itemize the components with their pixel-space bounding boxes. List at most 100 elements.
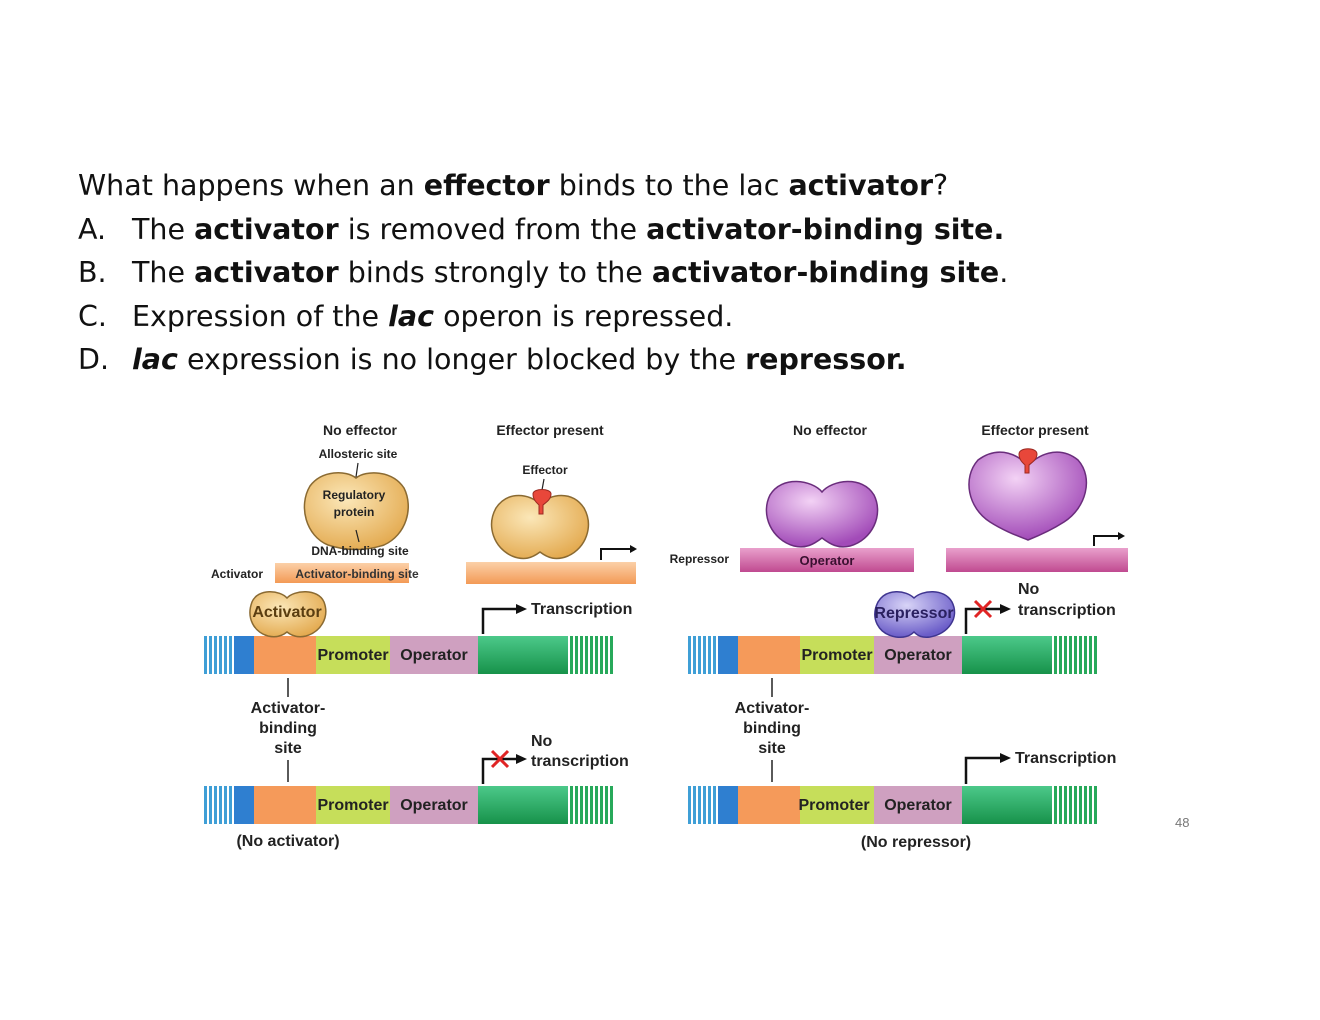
right-stop-x-icon bbox=[973, 599, 993, 619]
option-text: The bbox=[132, 212, 195, 246]
option-text: is removed from the bbox=[338, 212, 647, 246]
left-transcription-arrowhead bbox=[516, 604, 527, 614]
no-activator-label: (No activator) bbox=[236, 833, 339, 850]
right-panel: No effector Effector present Repressor O… bbox=[670, 422, 1128, 851]
right-promoter-label-2: Promoter bbox=[798, 797, 869, 814]
right-transcription-arrowhead bbox=[1000, 753, 1011, 763]
right-transcription-arrow bbox=[964, 756, 1002, 784]
stem-keyword-activator: activator bbox=[788, 169, 934, 202]
promoter-segment bbox=[316, 636, 390, 674]
left-transcription-arrow bbox=[481, 607, 518, 634]
right-blocked-arrowhead bbox=[1000, 604, 1011, 614]
operator-label: Operator bbox=[400, 647, 468, 664]
right-activator-binding-segment-2 bbox=[738, 786, 800, 824]
right-operator-segment bbox=[874, 636, 962, 674]
left-effector-transcription-arrow bbox=[600, 548, 630, 560]
dna-binding-pointer bbox=[355, 529, 360, 543]
right-promoter-segment bbox=[800, 636, 874, 674]
activator-binding-label-line2: binding bbox=[259, 720, 317, 737]
option-keyword: activator bbox=[194, 256, 339, 289]
left-effector-dna-bar bbox=[466, 562, 636, 584]
left-no-transcription-line1: No bbox=[531, 733, 553, 750]
option-d[interactable]: D. lac expression is no longer blocked by… bbox=[78, 338, 1078, 382]
allosteric-pointer bbox=[355, 462, 359, 478]
stem-text: What happens when an bbox=[78, 169, 424, 202]
right-operator-label-2: Operator bbox=[884, 797, 952, 814]
option-letter: C. bbox=[78, 299, 107, 333]
option-keyword: activator bbox=[194, 212, 339, 246]
right-activator-binding-segment bbox=[738, 636, 800, 674]
operator-segment-2 bbox=[390, 786, 478, 824]
no-repressor-label: (No repressor) bbox=[861, 834, 971, 851]
option-letter: B. bbox=[78, 256, 107, 289]
activator-blob-label: Activator bbox=[252, 604, 321, 621]
option-text: operon is repressed. bbox=[434, 299, 734, 333]
operator-segment bbox=[390, 636, 478, 674]
operator-bar-label: Operator bbox=[800, 553, 855, 568]
left-panel: No effector Effector present Allosteric … bbox=[204, 422, 637, 850]
gene-stripes-left bbox=[570, 636, 613, 674]
right-promoter-label: Promoter bbox=[801, 647, 872, 664]
activator-binding-site-segment-2 bbox=[254, 786, 316, 824]
option-keyword-lac: lac bbox=[132, 343, 178, 376]
option-letter: A. bbox=[78, 212, 107, 246]
dna-binding-site-label: DNA-binding site bbox=[311, 544, 409, 558]
dna-stripes-right bbox=[688, 636, 738, 674]
stem-text: binds to the lac bbox=[549, 169, 789, 202]
dna-stripes-right-2 bbox=[688, 786, 738, 824]
activator-side-label: Activator bbox=[211, 567, 263, 581]
right-activator-binding-line3: site bbox=[758, 740, 786, 757]
stem-text: ? bbox=[933, 169, 949, 202]
effector-pointer bbox=[541, 478, 545, 491]
bound-repressor-blob bbox=[874, 591, 956, 638]
activator-binding-label-line3: site bbox=[274, 740, 302, 757]
left-no-transcription-line2: transcription bbox=[531, 753, 629, 770]
gene-stripes-right bbox=[1054, 636, 1097, 674]
left-transcription-label: Transcription bbox=[531, 601, 632, 618]
gene-stripes-left-2 bbox=[570, 786, 613, 824]
activator-binding-label-line1: Activator- bbox=[251, 700, 326, 717]
left-no-transcription-arrow bbox=[481, 757, 518, 784]
option-letter: D. bbox=[78, 343, 110, 376]
option-text: expression is no longer blocked by the bbox=[177, 343, 746, 376]
effector-molecule bbox=[532, 489, 552, 515]
right-promoter-segment-2 bbox=[800, 786, 874, 824]
right-effector-arrowhead bbox=[1118, 532, 1125, 540]
right-activator-binding-line2: binding bbox=[743, 720, 801, 737]
repressor-shape bbox=[765, 480, 879, 548]
option-text: Expression of the bbox=[132, 299, 389, 333]
option-text: . bbox=[999, 256, 1009, 289]
option-a[interactable]: A.The activator is removed from the acti… bbox=[78, 208, 1078, 252]
option-b[interactable]: B. The activator binds strongly to the ac… bbox=[78, 251, 1078, 295]
gene-segment bbox=[478, 636, 568, 674]
left-effector-arrowhead bbox=[630, 545, 637, 553]
gene-segment-2 bbox=[478, 786, 568, 824]
left-effector-present-label: Effector present bbox=[496, 422, 604, 438]
option-keyword: activator-binding site bbox=[651, 256, 1000, 289]
right-no-transcription-line1: No bbox=[1018, 581, 1040, 598]
right-activator-binding-line1: Activator- bbox=[735, 700, 810, 717]
repressor-side-label: Repressor bbox=[670, 552, 730, 566]
left-no-transcription-arrowhead bbox=[516, 754, 527, 764]
operator-label-2: Operator bbox=[400, 797, 468, 814]
option-keyword: repressor. bbox=[745, 343, 907, 376]
option-text: binds strongly to the bbox=[338, 256, 652, 289]
right-gene-segment-2 bbox=[962, 786, 1052, 824]
option-text: The bbox=[132, 256, 195, 289]
page-number: 48 bbox=[1175, 815, 1190, 830]
stop-x-icon bbox=[490, 749, 510, 769]
regulatory-protein-label-line2: protein bbox=[334, 505, 375, 519]
right-operator-segment-2 bbox=[874, 786, 962, 824]
activator-blob bbox=[249, 591, 327, 638]
bound-repressor-label: Repressor bbox=[874, 605, 953, 622]
regulatory-protein-shape bbox=[303, 472, 409, 551]
right-blocked-arrow bbox=[964, 607, 1002, 634]
promoter-segment-2 bbox=[316, 786, 390, 824]
right-gene-segment bbox=[962, 636, 1052, 674]
allosteric-site-label: Allosteric site bbox=[319, 447, 398, 461]
right-operator-label: Operator bbox=[884, 647, 952, 664]
right-no-effector-label: No effector bbox=[793, 422, 867, 438]
operator-dna-bar bbox=[740, 548, 914, 572]
dna-stripes-left-lines bbox=[204, 636, 254, 674]
option-c[interactable]: C.Expression of the lac operon is repres… bbox=[78, 295, 1078, 339]
